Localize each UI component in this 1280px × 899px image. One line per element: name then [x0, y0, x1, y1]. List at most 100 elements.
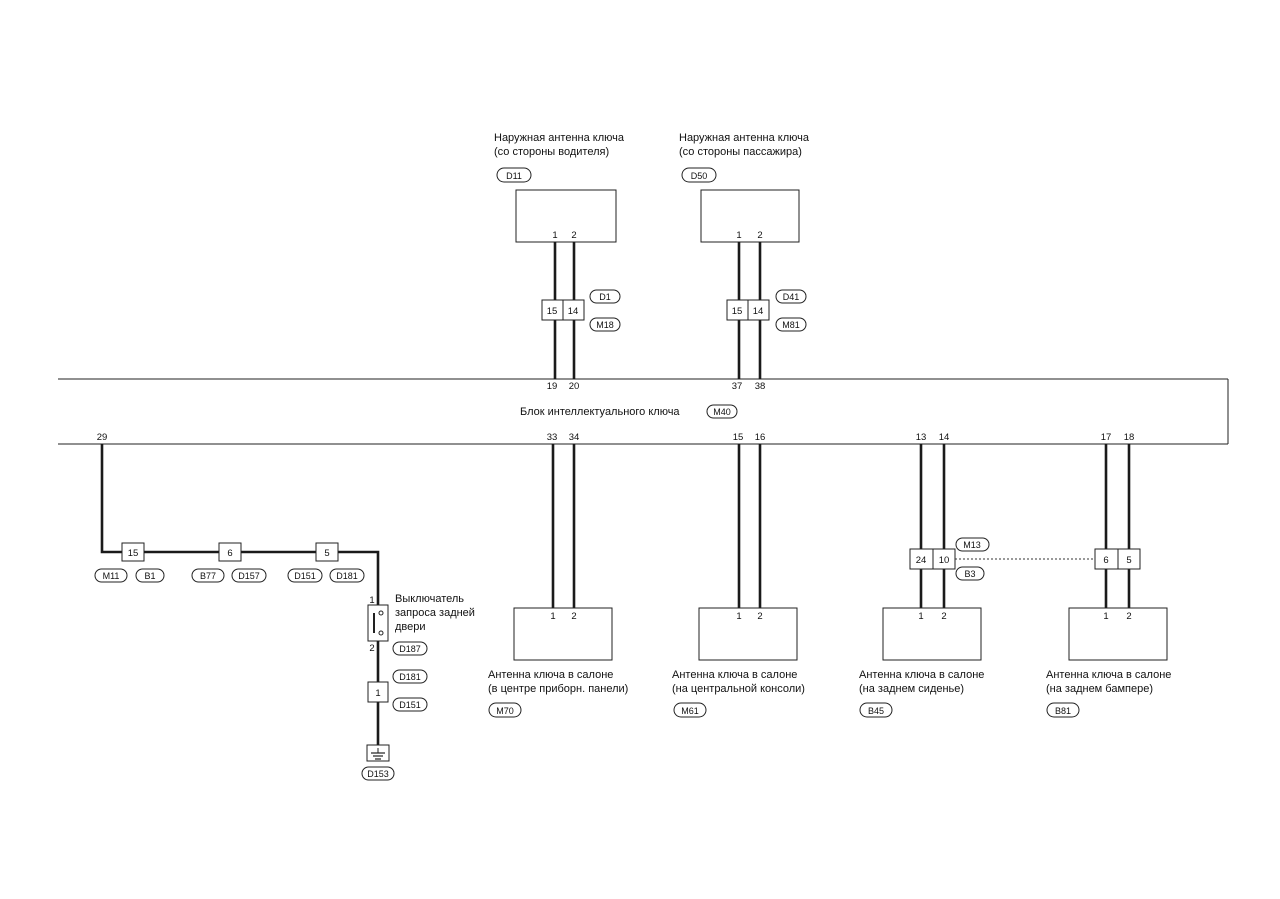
inline-connector — [121, 542, 145, 562]
module-pin: 33 — [547, 432, 558, 443]
connector-tag: D181 — [399, 672, 421, 682]
inner-antenna-title: Антенна ключа в салоне — [672, 669, 797, 681]
connector-tag-oval — [287, 568, 323, 583]
connector-pin: 5 — [324, 548, 329, 559]
pin-label: 1 — [1103, 611, 1108, 622]
inner-antenna-center-panel-box — [513, 607, 613, 661]
connector-tag: B1 — [144, 571, 155, 581]
outer-antenna-driver-box — [515, 189, 617, 243]
pin-label: 2 — [571, 611, 576, 622]
switch-pin: 2 — [369, 643, 374, 654]
connector-pin: 1 — [375, 688, 380, 699]
connector-pin: 5 — [1126, 555, 1131, 566]
pin-label: 1 — [918, 611, 923, 622]
switch-code-oval — [392, 641, 428, 656]
ground-connector — [367, 681, 389, 703]
connector-pin: 15 — [128, 548, 139, 559]
connector-tag: B77 — [200, 571, 216, 581]
inline-connector — [315, 542, 339, 562]
connector-tag-oval — [94, 568, 128, 583]
pin-label: 1 — [552, 230, 557, 241]
inner-antenna-subtitle: (на заднем бампере) — [1046, 683, 1153, 695]
module-label: Блок интеллектуального ключа — [520, 406, 680, 418]
outer-antenna-passenger-box — [700, 189, 800, 243]
pin-label: 1 — [550, 611, 555, 622]
connector-pin: 15 — [547, 306, 558, 317]
connector-tag-oval — [775, 317, 807, 332]
module-pin: 34 — [569, 432, 580, 443]
connector-tag-oval — [191, 568, 225, 583]
inner-antenna-rear-bumper-box — [1068, 607, 1168, 661]
switch-title: Выключатель — [395, 593, 464, 605]
connector-pin: 6 — [227, 548, 232, 559]
connector-tag: D157 — [238, 571, 260, 581]
outer-antenna-driver-code-oval — [496, 167, 532, 183]
connector-tag-oval — [589, 317, 621, 332]
smart-key-module: Блок интеллектуального ключа M40 — [58, 378, 1229, 445]
connector-pin-box — [1117, 548, 1141, 570]
inner-antenna-code-oval — [1046, 702, 1080, 718]
outer-antenna-driver-title: Наружная антенна ключа — [494, 132, 625, 144]
connector-tag: M11 — [103, 571, 120, 581]
module-pin: 18 — [1124, 432, 1135, 443]
outer-antenna-passenger: Наружная антенна ключа (со стороны пасса… — [679, 132, 810, 392]
connector-tag-oval — [135, 568, 165, 583]
connector-tag-oval — [589, 289, 621, 304]
connector-tag: D151 — [399, 700, 421, 710]
connector-pin: 10 — [939, 555, 950, 566]
module-pin: 15 — [733, 432, 744, 443]
connector-tag-oval — [955, 566, 985, 581]
pin-label: 1 — [736, 611, 741, 622]
inner-antenna-code: M61 — [681, 706, 699, 716]
connector-tag: D151 — [294, 571, 316, 581]
ground-code: D153 — [367, 769, 389, 779]
connector-pin: 14 — [753, 306, 764, 317]
inner-antenna-rear-bumper: 17 18 6 5 1 2 Антенна ключа в салоне (на… — [1046, 432, 1171, 718]
switch-terminal — [378, 610, 384, 616]
connector-tag-oval — [955, 537, 990, 552]
pin-label: 2 — [1126, 611, 1131, 622]
connector-tag-oval — [329, 568, 365, 583]
outer-antenna-passenger-title: Наружная антенна ключа — [679, 132, 810, 144]
door-request-switch — [367, 604, 389, 642]
rear-door-switch-circuit: 29 15 M11 B1 6 B77 D157 5 D151 D181 1 2 … — [94, 432, 475, 781]
inner-antenna-code-oval — [673, 702, 707, 718]
inner-antenna-code-oval — [488, 702, 522, 718]
connector-tag-oval — [231, 568, 267, 583]
module-pin: 17 — [1101, 432, 1112, 443]
connector-pin: 24 — [916, 555, 927, 566]
ground-code-oval — [361, 766, 395, 781]
outer-antenna-driver-code: D11 — [506, 171, 522, 181]
inner-antenna-center-panel: 33 34 1 2 Антенна ключа в салоне (в цент… — [488, 432, 628, 718]
outer-antenna-driver-subtitle: (со стороны водителя) — [494, 146, 609, 158]
connector-tag: M18 — [596, 320, 614, 330]
module-pin: 16 — [755, 432, 766, 443]
pin-label: 2 — [757, 230, 762, 241]
connector-tag-oval — [775, 289, 807, 304]
module-pin: 13 — [916, 432, 927, 443]
module-pin: 29 — [97, 432, 108, 443]
inner-antenna-title: Антенна ключа в салоне — [859, 669, 984, 681]
connector-tag-oval — [392, 669, 428, 684]
inner-antenna-subtitle: (на заднем сиденье) — [859, 683, 964, 695]
module-pin: 38 — [755, 381, 766, 392]
connector-pin: 15 — [732, 306, 743, 317]
switch-pin: 1 — [369, 595, 374, 606]
inner-antenna-title: Антенна ключа в салоне — [488, 669, 613, 681]
inline-connector — [218, 542, 242, 562]
pin-label: 2 — [571, 230, 576, 241]
outer-antenna-driver: Наружная антенна ключа (со стороны водит… — [494, 132, 625, 392]
connector-tag: M81 — [782, 320, 800, 330]
inner-antenna-rear-seat: 13 14 24 10 M13 B3 1 2 Антенна ключа в с… — [859, 432, 1095, 718]
inner-antenna-code-oval — [859, 702, 893, 718]
module-code-oval — [706, 404, 738, 419]
inner-antenna-code: B81 — [1055, 706, 1071, 716]
switch-title: запроса задней — [395, 607, 475, 619]
pin-label: 1 — [736, 230, 741, 241]
connector-pin: 14 — [568, 306, 579, 317]
inner-antenna-console-box — [698, 607, 798, 661]
connector-tag: D41 — [783, 292, 800, 302]
outer-antenna-passenger-code-oval — [681, 167, 717, 183]
inner-antenna-code: M70 — [496, 706, 514, 716]
